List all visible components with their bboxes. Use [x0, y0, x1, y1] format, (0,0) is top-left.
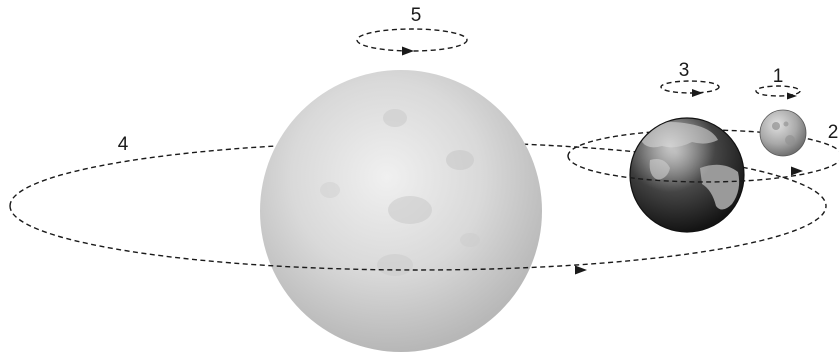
- earth-rotation-circle: [661, 81, 719, 93]
- label-earth-rotation: 3: [679, 60, 690, 81]
- earth: [630, 118, 744, 232]
- earth-rotation-arrow: [692, 89, 703, 97]
- moon-rotation-arrow: [787, 93, 797, 100]
- sun-rotation-arrow: [402, 47, 414, 56]
- earth-orbit-arrow: [575, 266, 587, 275]
- moon-rotation-circle: [756, 86, 800, 96]
- label-moon-orbit: 2: [828, 122, 839, 143]
- label-sun-rotation: 5: [411, 5, 422, 26]
- label-earth-orbit: 4: [118, 134, 129, 155]
- moon: [760, 110, 806, 156]
- sun-rotation-circle: [357, 29, 467, 51]
- sun: [260, 70, 542, 352]
- label-moon-rotation: 1: [773, 66, 784, 87]
